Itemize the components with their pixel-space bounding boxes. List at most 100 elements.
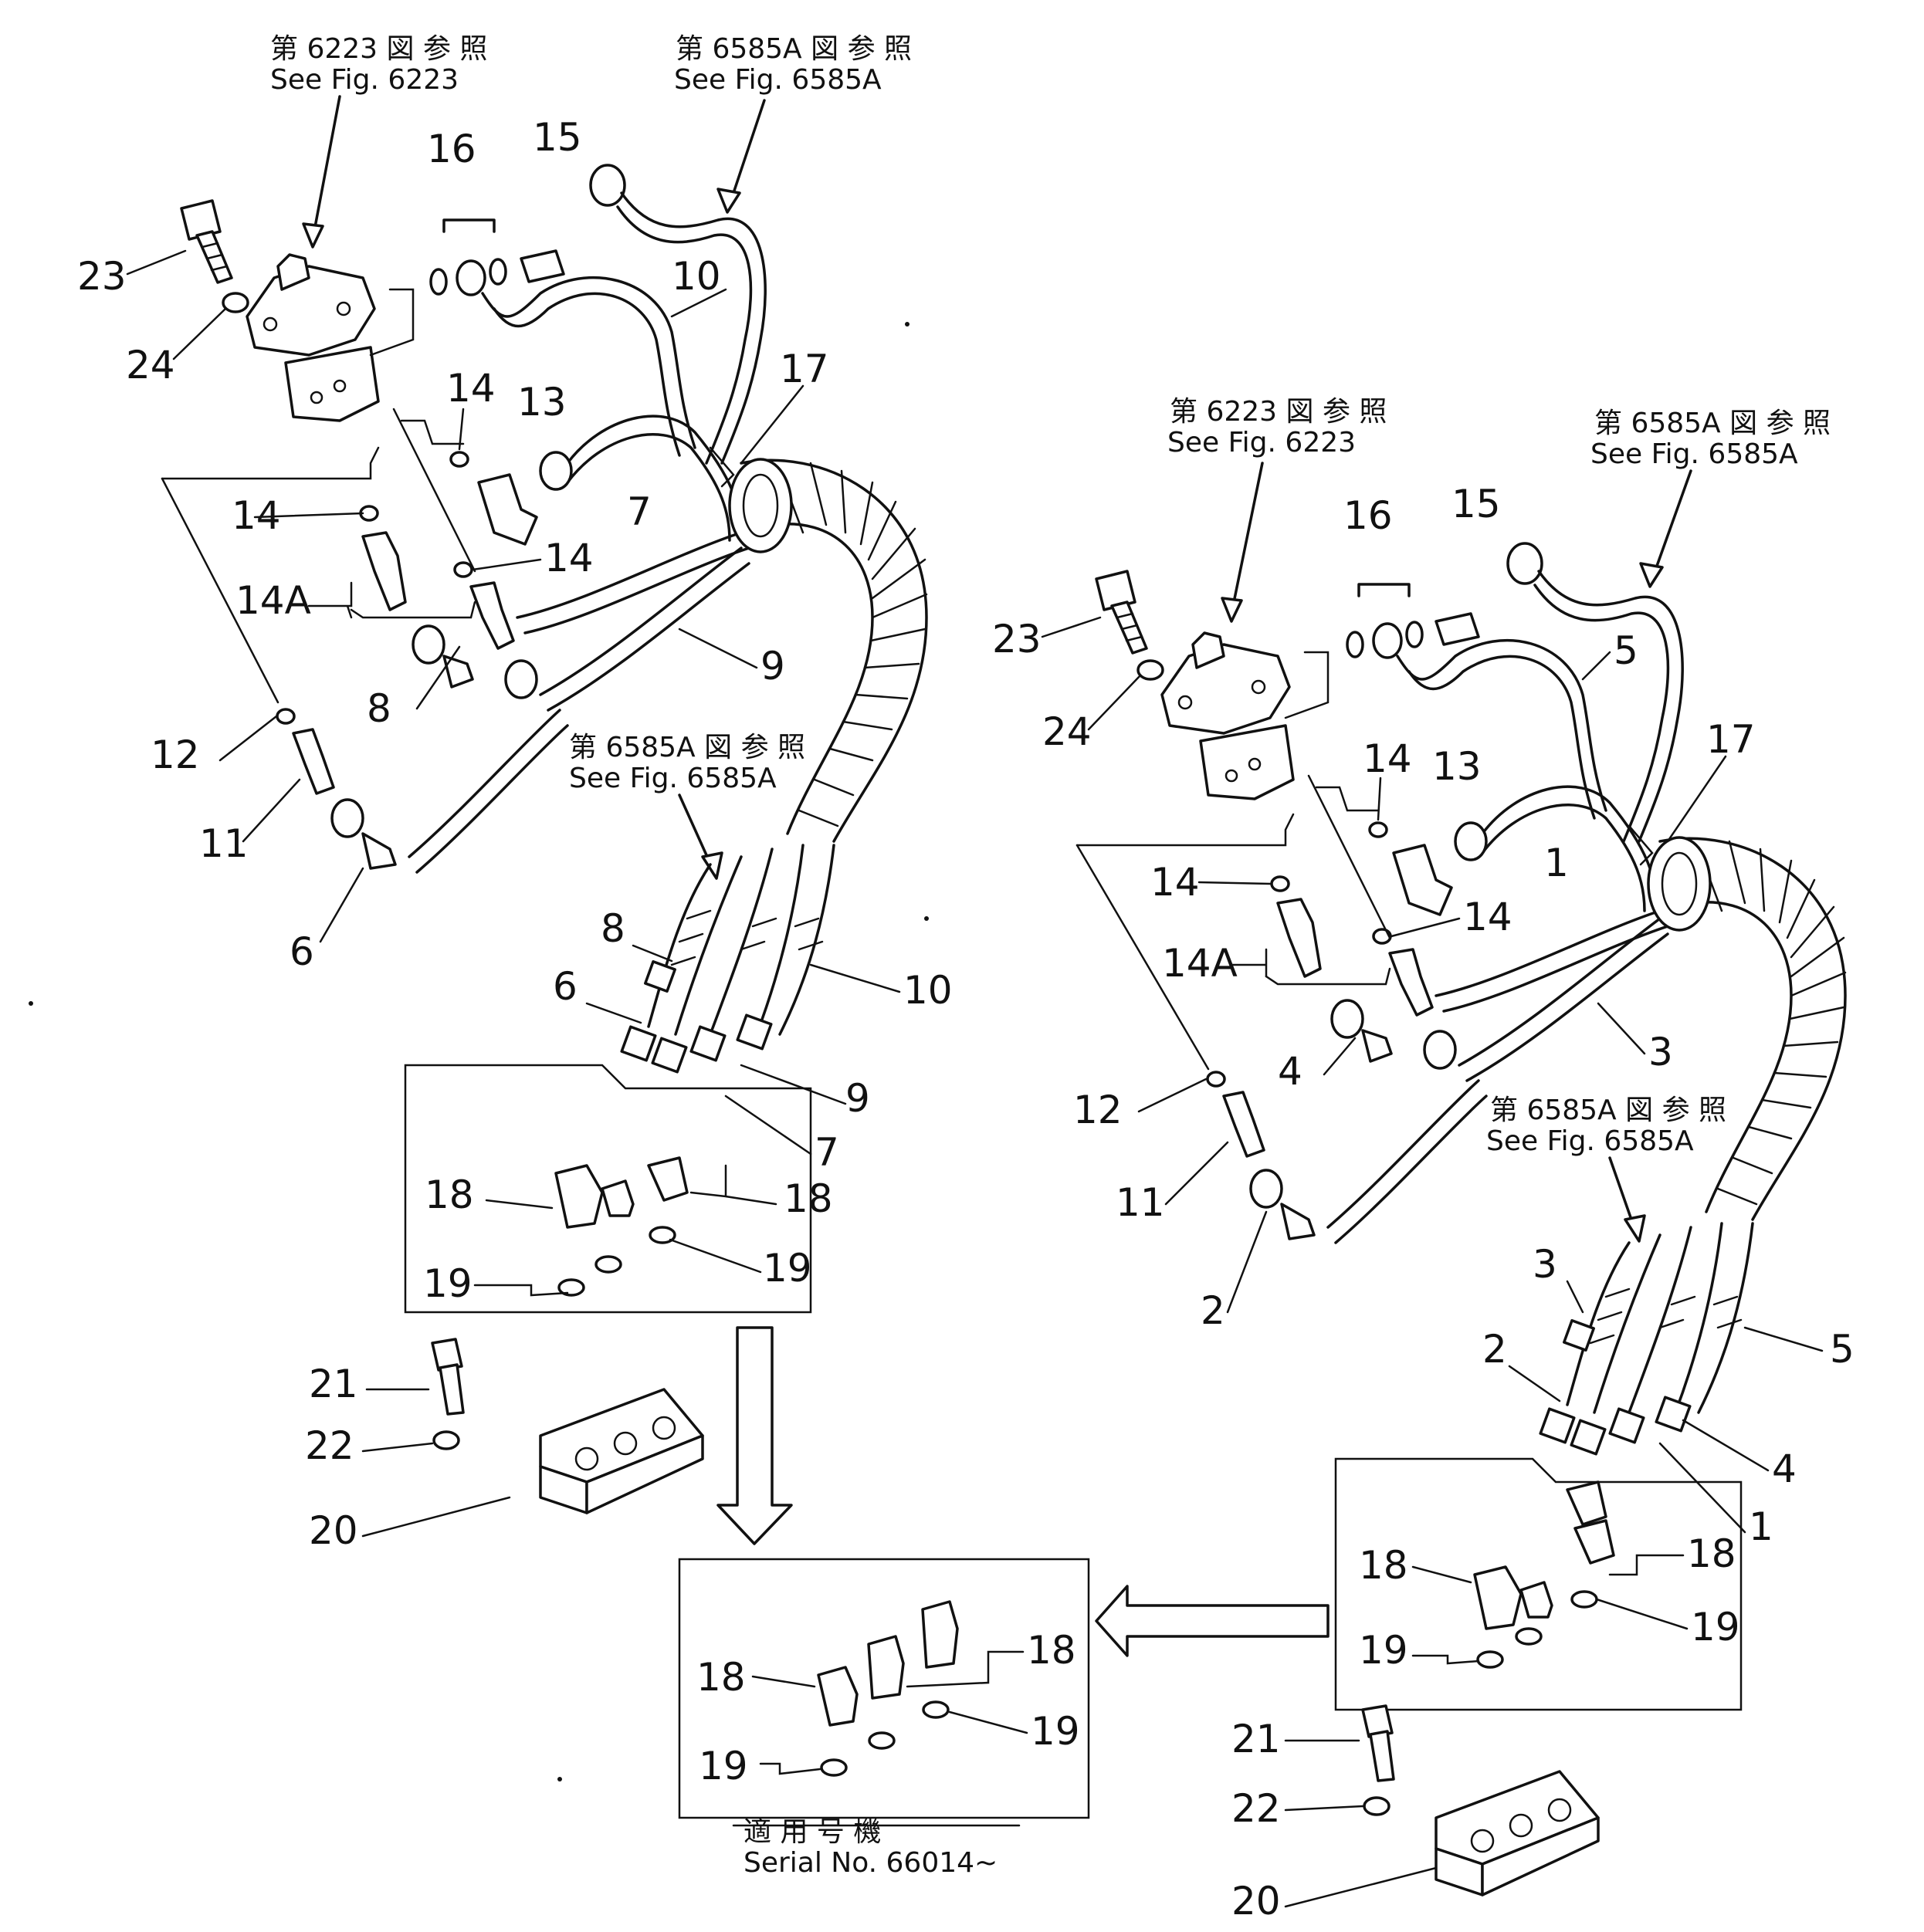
oring-19-inset-b <box>868 1731 896 1750</box>
callout-21-right: 21 <box>1231 1717 1281 1761</box>
hose-2-right <box>1326 1079 1480 1229</box>
callout-3-right-a: 3 <box>1648 1030 1673 1074</box>
callout-14-right-c: 14 <box>1463 895 1512 939</box>
clamp-17-right <box>1647 836 1712 932</box>
callout-4-right-b: 4 <box>1772 1446 1797 1491</box>
callout-18-inset-b: 18 <box>1027 1628 1076 1673</box>
down-arrow-left <box>716 1326 793 1545</box>
serial-inset: 18 18 19 19 適 用 号 機 Serial No. 66014~ <box>678 1558 1090 1879</box>
clamp-17-left <box>728 458 793 553</box>
ref-6585a-en-left-mid: See Fig. 6585A <box>569 763 777 794</box>
washer-24-left <box>222 292 249 313</box>
callout-15-left: 15 <box>533 115 582 160</box>
callout-6-left-b: 6 <box>553 964 578 1009</box>
callout-3-right-b: 3 <box>1533 1242 1557 1287</box>
ref-6585a-en-left-top: See Fig. 6585A <box>674 64 882 96</box>
serial-jp: 適 用 号 機 <box>744 1816 881 1848</box>
spiral-sleeve-right <box>1658 837 1847 1221</box>
adapter-14a-left-a <box>361 531 407 611</box>
callout-23-right: 23 <box>992 617 1042 661</box>
callout-24-right: 24 <box>1042 709 1092 754</box>
callout-11-left: 11 <box>199 821 249 866</box>
bolt-21-left <box>431 1338 463 1372</box>
ref-6223-en-right: See Fig. 6223 <box>1167 427 1356 458</box>
pilot-valve-right <box>1160 631 1295 800</box>
callout-17-right: 17 <box>1706 717 1756 762</box>
callout-8-left-b: 8 <box>601 906 625 951</box>
oring-14-left-a <box>449 451 469 468</box>
callout-14-left-a: 14 <box>446 366 496 411</box>
arrow-ref-6223-left <box>311 95 341 241</box>
left-assembly: 第 6223 図 参 照 See Fig. 6223 第 6585A 図 参 照… <box>77 33 953 1553</box>
callout-7-left-b: 7 <box>815 1130 839 1175</box>
ref-6585a-en-right-top: See Fig. 6585A <box>1590 438 1798 470</box>
callout-22-left: 22 <box>305 1423 354 1468</box>
ref-6585a-jp-right-mid: 第 6585A 図 参 照 <box>1490 1095 1726 1126</box>
inset-box-right <box>1334 1457 1743 1711</box>
oring-19-inset-a <box>922 1700 950 1719</box>
callout-8-left-a: 8 <box>367 686 391 731</box>
adapter-14a-left-b <box>469 581 515 650</box>
callout-22-right: 22 <box>1231 1786 1281 1831</box>
inset-box-left <box>404 1064 812 1314</box>
serial-inset-box <box>678 1558 1090 1819</box>
hose-bundle-left <box>647 863 712 1028</box>
oring-16a-left <box>429 268 448 296</box>
callout-19-right-b: 19 <box>1359 1628 1408 1673</box>
elbow-18-inset-a <box>817 1666 859 1727</box>
adapter-14a-right-a <box>1276 898 1322 978</box>
callout-12-right: 12 <box>1073 1088 1123 1132</box>
ref-6585a-en-right-mid: See Fig. 6585A <box>1486 1125 1694 1157</box>
left-arrow <box>1095 1585 1330 1657</box>
callout-9-left-b: 9 <box>845 1076 870 1121</box>
callout-7-left-a: 7 <box>627 489 652 534</box>
oring-16b-right <box>1405 621 1424 648</box>
bolt-23-left <box>180 199 233 284</box>
callout-19-left-b: 19 <box>763 1246 812 1291</box>
hose-6-left <box>408 709 561 858</box>
callout-20-right: 20 <box>1231 1879 1281 1924</box>
block-20-left <box>539 1388 704 1514</box>
block-20-right <box>1435 1770 1600 1896</box>
callout-14a-right: 14A <box>1162 941 1238 986</box>
callout-5-right-a: 5 <box>1614 628 1638 673</box>
adapter-14a-right-b <box>1388 948 1434 1017</box>
adapter-11-left <box>292 728 335 795</box>
bolt-23-right <box>1095 570 1148 655</box>
elbow-18-left-b <box>601 1179 635 1217</box>
callout-6-left-a: 6 <box>290 929 314 974</box>
right-assembly: 第 6223 図 参 照 See Fig. 6223 第 6585A 図 参 照… <box>992 396 1855 1924</box>
callout-11-right: 11 <box>1116 1180 1165 1225</box>
callout-14-right-b: 14 <box>1150 860 1200 905</box>
elbow-18-left-c <box>647 1156 689 1202</box>
ref-6585a-jp-right-top: 第 6585A 図 参 照 <box>1594 408 1831 439</box>
callout-19-inset-a: 19 <box>1031 1709 1080 1754</box>
hose-4-right <box>1435 909 1661 997</box>
callout-1-right-a: 1 <box>1544 841 1569 885</box>
callout-5-right-b: 5 <box>1830 1327 1855 1372</box>
oring-12-left <box>276 708 296 725</box>
callout-13-left: 13 <box>517 380 567 425</box>
callout-2-right-a: 2 <box>1201 1288 1225 1333</box>
oring-19-left-a <box>594 1255 622 1274</box>
washer-22-left <box>432 1430 460 1450</box>
callout-23-left: 23 <box>77 254 127 299</box>
callout-18-left-a: 18 <box>425 1172 474 1217</box>
ref-6223-jp-left: 第 6223 図 参 照 <box>270 33 487 65</box>
callout-2-right-b: 2 <box>1482 1327 1507 1372</box>
elbow-18-left-a <box>554 1164 604 1229</box>
oring-19-left-b <box>649 1226 676 1244</box>
oring-14-left-c <box>453 561 473 578</box>
elbow-13-left <box>477 473 538 546</box>
oring-19-left-c <box>557 1278 585 1297</box>
callout-4-right-a: 4 <box>1278 1049 1302 1094</box>
callout-13-right: 13 <box>1432 744 1482 789</box>
washer-24-right <box>1136 659 1164 681</box>
callout-21-left: 21 <box>309 1362 358 1406</box>
ref-6585a-jp-left-mid: 第 6585A 図 参 照 <box>569 732 805 763</box>
hose-end-top-left <box>589 164 626 207</box>
elbow-18-inset-b <box>867 1635 905 1700</box>
callout-18-left-b: 18 <box>784 1176 833 1221</box>
oring-16b-left <box>489 258 507 286</box>
